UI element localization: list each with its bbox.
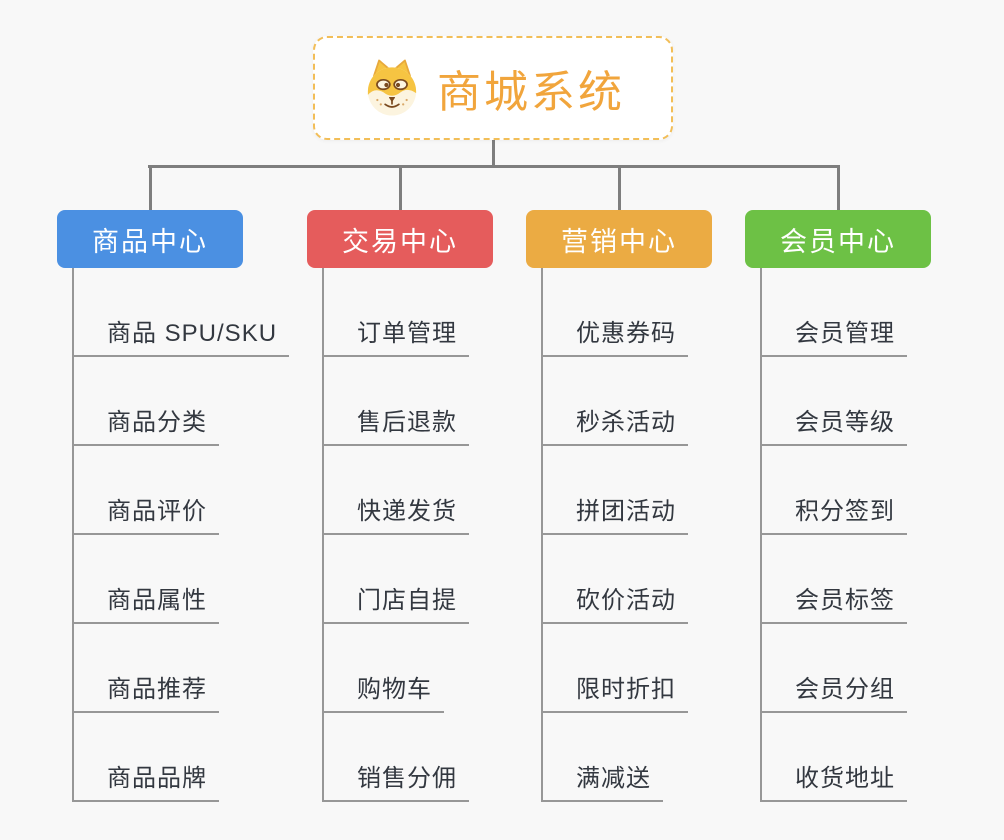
leaf-label: 拼团活动	[576, 498, 676, 525]
leaf-node[interactable]: 商品评价	[72, 487, 219, 535]
leaf-node[interactable]: 会员等级	[760, 398, 907, 446]
leaf-node[interactable]: 拼团活动	[541, 487, 688, 535]
leaf-label: 订单管理	[357, 320, 457, 347]
leaf-node[interactable]: 收货地址	[760, 754, 907, 802]
branch-label: 商品中心	[92, 226, 208, 257]
leaf-node[interactable]: 订单管理	[322, 309, 469, 357]
branch-label: 会员中心	[780, 226, 896, 257]
leaf-node[interactable]: 积分签到	[760, 487, 907, 535]
leaf-node[interactable]: 销售分佣	[322, 754, 469, 802]
branch-node-3[interactable]: 会员中心	[745, 210, 931, 268]
branch-connector-line	[836, 165, 840, 211]
root-title: 商城系统	[437, 68, 625, 117]
leaf-label: 门店自提	[357, 587, 457, 614]
leaf-node[interactable]: 购物车	[322, 665, 444, 713]
leaf-node[interactable]: 砍价活动	[541, 576, 688, 624]
branch-node-2[interactable]: 营销中心	[526, 210, 712, 268]
leaf-label: 商品 SPU/SKU	[107, 320, 278, 347]
leaf-label: 商品品牌	[107, 765, 207, 792]
leaf-node[interactable]: 优惠券码	[541, 309, 688, 357]
branch-label: 营销中心	[561, 226, 677, 257]
leaf-label: 购物车	[357, 676, 432, 703]
leaf-node[interactable]: 秒杀活动	[541, 398, 688, 446]
branch-connector-line	[148, 165, 152, 211]
leaf-node[interactable]: 商品 SPU/SKU	[72, 309, 290, 357]
leaf-label: 商品评价	[107, 498, 207, 525]
branch-connector-line	[398, 165, 402, 211]
leaf-label: 会员分组	[795, 676, 895, 703]
leaf-node[interactable]: 商品品牌	[72, 754, 219, 802]
leaf-node[interactable]: 门店自提	[322, 576, 469, 624]
leaf-label: 快递发货	[357, 498, 457, 525]
leaf-label: 会员管理	[795, 320, 895, 347]
branch-connector-line	[617, 165, 621, 211]
root-connector-line	[492, 138, 495, 167]
dog-face-icon	[361, 57, 423, 119]
leaf-label: 优惠券码	[576, 320, 676, 347]
leaf-node[interactable]: 会员分组	[760, 665, 907, 713]
leaf-node[interactable]: 满减送	[541, 754, 663, 802]
leaf-label: 秒杀活动	[576, 409, 676, 436]
leaf-node[interactable]: 商品分类	[72, 398, 219, 446]
branch-node-0[interactable]: 商品中心	[57, 210, 243, 268]
leaf-label: 收货地址	[795, 765, 895, 792]
leaf-label: 限时折扣	[576, 676, 676, 703]
leaf-label: 商品推荐	[107, 676, 207, 703]
branch-label: 交易中心	[342, 226, 458, 257]
leaf-label: 砍价活动	[576, 587, 676, 614]
leaf-label: 积分签到	[795, 498, 895, 525]
leaf-label: 商品分类	[107, 409, 207, 436]
leaf-node[interactable]: 售后退款	[322, 398, 469, 446]
leaf-node[interactable]: 会员管理	[760, 309, 907, 357]
leaf-node[interactable]: 限时折扣	[541, 665, 688, 713]
leaf-node[interactable]: 商品属性	[72, 576, 219, 624]
leaf-node[interactable]: 会员标签	[760, 576, 907, 624]
leaf-label: 会员等级	[795, 409, 895, 436]
leaf-label: 会员标签	[795, 587, 895, 614]
root-node[interactable]: 商城系统	[313, 36, 673, 140]
leaf-node[interactable]: 快递发货	[322, 487, 469, 535]
connector-bus-line	[148, 165, 840, 168]
leaf-label: 售后退款	[357, 409, 457, 436]
branch-node-1[interactable]: 交易中心	[307, 210, 493, 268]
leaf-label: 满减送	[576, 765, 651, 792]
leaf-label: 销售分佣	[357, 765, 457, 792]
leaf-node[interactable]: 商品推荐	[72, 665, 219, 713]
leaf-label: 商品属性	[107, 587, 207, 614]
